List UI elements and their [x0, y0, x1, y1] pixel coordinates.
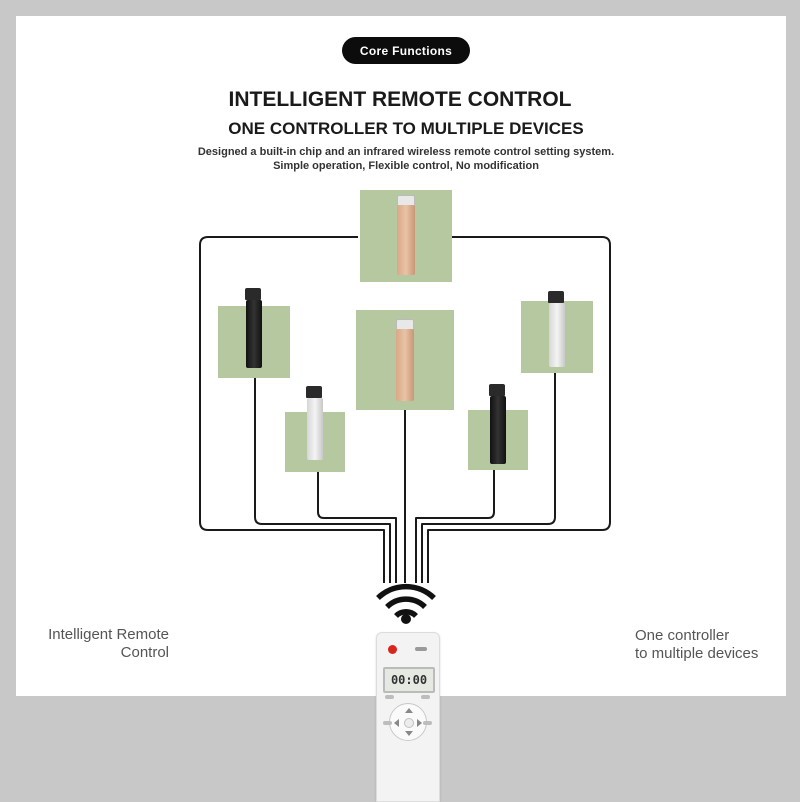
page-title: INTELLIGENT REMOTE CONTROL [228, 88, 572, 111]
device-cap [306, 386, 322, 398]
up-arrow-icon[interactable] [405, 708, 413, 713]
device-right-upper [521, 291, 593, 373]
device-cap [548, 291, 564, 303]
wire-left-lower [317, 472, 397, 583]
power-button[interactable] [388, 645, 397, 654]
page-subtitle: ONE CONTROLLER TO MULTIPLE DEVICES [228, 119, 584, 138]
device-body [307, 398, 323, 460]
ok-button[interactable] [404, 718, 414, 728]
right-caption-line-2: to multiple devices [635, 645, 759, 662]
wire-top-device-right [427, 236, 611, 583]
remote-button-lower-right[interactable] [423, 721, 432, 725]
description-line-2: Simple operation, Flexible control, No m… [273, 160, 539, 172]
device-cap [489, 384, 505, 396]
right-caption: One controller to multiple devices [635, 627, 758, 663]
left-caption: Intelligent Remote Control [38, 626, 169, 662]
device-cap [245, 288, 261, 300]
remote-control: 00:00 [376, 632, 440, 802]
wifi-dot [401, 614, 411, 624]
remote-button-right[interactable] [421, 695, 430, 699]
right-arrow-icon[interactable] [417, 719, 422, 727]
device-left-lower [285, 386, 345, 472]
device-right-lower [468, 384, 528, 470]
wire-top-device [199, 236, 385, 583]
core-functions-badge: Core Functions [342, 37, 470, 64]
left-caption-line-2: Control [120, 644, 169, 661]
wifi-icon [376, 583, 436, 619]
wire-right-lower [415, 470, 495, 583]
down-arrow-icon[interactable] [405, 731, 413, 736]
device-body [490, 396, 506, 464]
left-arrow-icon[interactable] [394, 719, 399, 727]
wire-right-upper [421, 371, 556, 583]
remote-dpad[interactable] [389, 703, 427, 741]
device-body [397, 205, 415, 275]
remote-button-lower-left[interactable] [383, 721, 392, 725]
device-body [549, 303, 565, 367]
description: Designed a built-in chip and an infrared… [0, 145, 800, 173]
left-caption-line-1: Intelligent Remote [48, 626, 169, 643]
device-left-upper [218, 288, 290, 378]
description-line-1: Designed a built-in chip and an infrared… [197, 146, 615, 158]
remote-button-left[interactable] [385, 695, 394, 699]
device-top-center [360, 190, 452, 282]
device-body [396, 329, 414, 401]
remote-display: 00:00 [383, 667, 435, 693]
device-body [246, 300, 262, 368]
remote-logo [415, 647, 427, 651]
wire-left-upper [254, 376, 391, 583]
device-center [356, 310, 454, 410]
right-caption-line-1: One controller [635, 627, 730, 644]
